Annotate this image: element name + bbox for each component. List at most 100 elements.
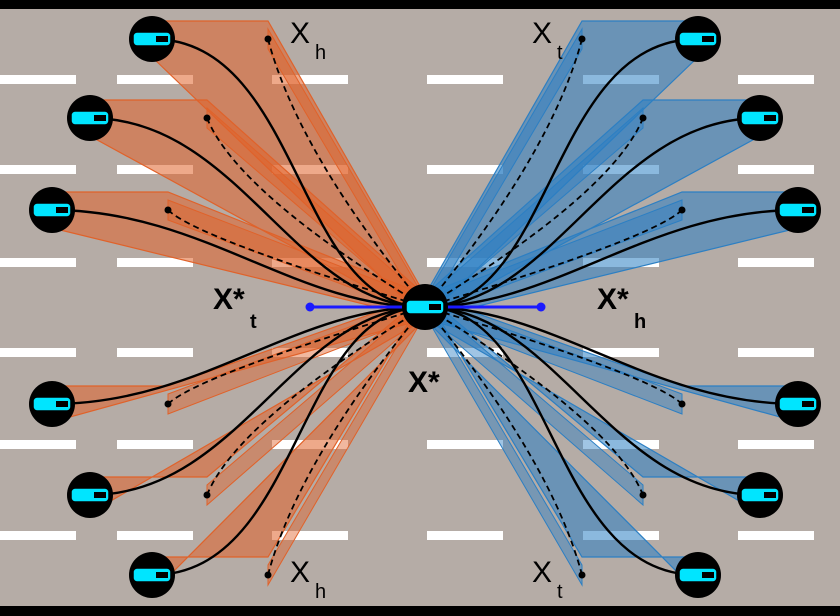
- lane-dash: [117, 258, 193, 267]
- right-target-label: X*: [597, 283, 629, 316]
- lane-dash: [117, 531, 193, 540]
- right-target-label-sub: h: [634, 311, 646, 333]
- robot-icon: [737, 95, 783, 141]
- robot-notch: [764, 492, 776, 498]
- lane-dash: [427, 531, 503, 540]
- robot-face: [778, 396, 818, 412]
- lane-dash: [272, 531, 348, 540]
- lane-dash: [738, 531, 814, 540]
- lane-dash: [738, 165, 814, 174]
- waypoint-dashed-path: [424, 306, 583, 576]
- robot-face: [32, 396, 72, 412]
- left-target-dot-icon: [305, 302, 315, 312]
- waypoint-dot-icon: [639, 491, 647, 499]
- robot-icon: [129, 552, 175, 598]
- lane-dash: [0, 165, 76, 174]
- waypoint-dot-icon: [578, 35, 586, 43]
- robot-face: [678, 567, 718, 583]
- robot-notch: [156, 36, 168, 42]
- waypoint-dot-icon: [203, 491, 211, 499]
- robot-face: [740, 487, 780, 503]
- lane-dash: [738, 75, 814, 84]
- trajectory-curve: [424, 116, 761, 309]
- trajectory-curve: [424, 305, 761, 497]
- lane-dash: [0, 440, 76, 449]
- waypoint-dot-icon: [164, 400, 172, 408]
- trajectory-curve: [424, 37, 699, 309]
- trajectory-curve: [89, 305, 426, 497]
- lane-dash: [272, 348, 348, 357]
- robot-icon: [675, 552, 721, 598]
- robot-notch: [802, 401, 814, 407]
- left-target-label-sub: t: [250, 311, 257, 333]
- lane-dash: [117, 440, 193, 449]
- robot-face: [778, 202, 818, 218]
- right-trajectory-fan: [424, 20, 799, 595]
- lane-dash: [0, 75, 76, 84]
- trajectory-curve: [151, 37, 426, 309]
- robot-face: [132, 567, 172, 583]
- right-target-dot-icon: [536, 302, 546, 312]
- bottom-right-label-sub: t: [557, 581, 563, 603]
- center-label: X*: [408, 366, 440, 399]
- waypoint-dot-icon: [678, 400, 686, 408]
- robot-icon: [29, 187, 75, 233]
- lane-dash: [117, 348, 193, 357]
- trajectory-curve: [424, 305, 799, 406]
- waypoint-dashed-path: [267, 38, 426, 308]
- lane-dash: [272, 75, 348, 84]
- waypoint-dot-icon: [639, 114, 647, 122]
- waypoint-dashed-path: [206, 117, 426, 308]
- waypoint-dot-icon: [264, 571, 272, 579]
- lane-dash: [117, 75, 193, 84]
- waypoint-dashed-path: [424, 209, 683, 308]
- trajectory-curve: [151, 305, 426, 577]
- robots: [29, 16, 821, 598]
- waypoint-dot-icon: [578, 571, 586, 579]
- bottom-right-label: X: [532, 556, 552, 589]
- waypoint-dashed-path: [424, 38, 583, 308]
- robot-notch: [802, 207, 814, 213]
- lane-dash: [0, 348, 76, 357]
- lane-dash: [0, 531, 76, 540]
- trajectory-curve: [424, 208, 799, 309]
- trajectory-curve: [51, 208, 426, 309]
- top-right-label: X: [532, 17, 552, 50]
- lane-dash: [738, 348, 814, 357]
- trajectory-curve: [89, 116, 426, 309]
- robot-icon: [67, 95, 113, 141]
- waypoint-dashed-path: [424, 117, 644, 308]
- robot-face: [70, 487, 110, 503]
- robot-icon: [737, 472, 783, 518]
- lane-dash: [427, 440, 503, 449]
- waypoint-dot-icon: [678, 206, 686, 214]
- bottom-left-label: X: [290, 556, 310, 589]
- waypoint-dot-icon: [203, 114, 211, 122]
- waypoint-dashed-path: [424, 306, 644, 496]
- robot-notch: [429, 304, 441, 310]
- robot-icon: [402, 284, 448, 330]
- waypoint-dot-icon: [164, 206, 172, 214]
- robot-icon: [775, 381, 821, 427]
- robot-notch: [94, 492, 106, 498]
- top-left-label: X: [290, 17, 310, 50]
- robot-icon: [67, 472, 113, 518]
- left-target-label: X*: [213, 283, 245, 316]
- robot-icon: [129, 16, 175, 62]
- robot-face: [740, 110, 780, 126]
- lane-dash: [0, 258, 76, 267]
- waypoint-dot-icon: [264, 35, 272, 43]
- robot-notch: [56, 401, 68, 407]
- robot-face: [70, 110, 110, 126]
- robot-notch: [94, 115, 106, 121]
- robot-icon: [29, 381, 75, 427]
- top-left-label-sub: h: [315, 42, 326, 64]
- robot-icon: [775, 187, 821, 233]
- lane-dash: [738, 258, 814, 267]
- robot-face: [678, 31, 718, 47]
- robot-notch: [702, 572, 714, 578]
- robot-icon: [675, 16, 721, 62]
- top-right-label-sub: t: [557, 42, 563, 64]
- robot-notch: [764, 115, 776, 121]
